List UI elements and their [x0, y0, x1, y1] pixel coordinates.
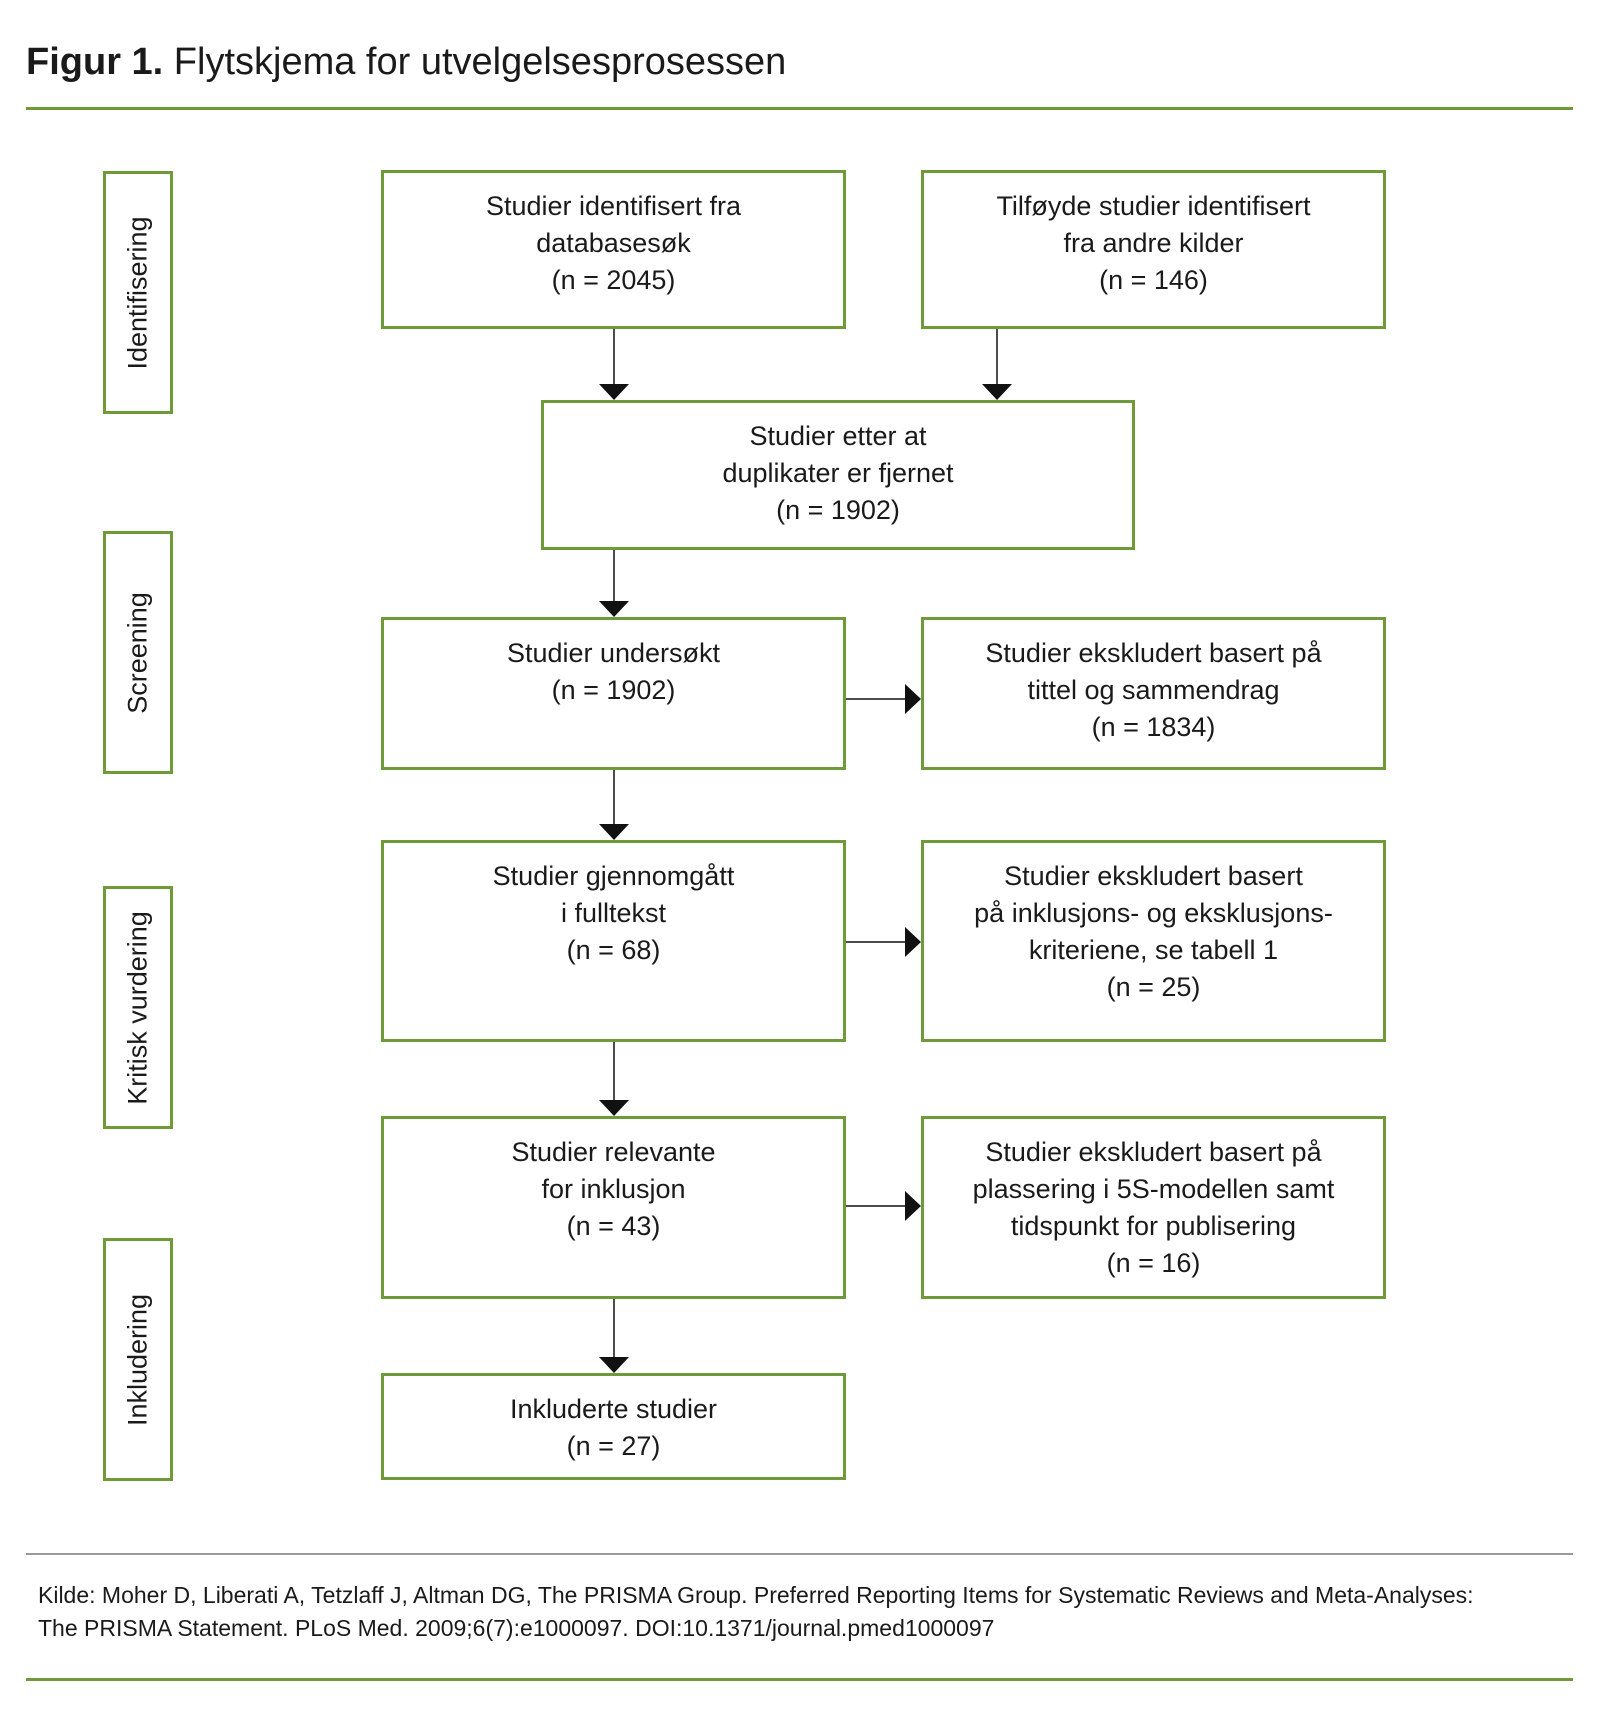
box-line: tidspunkt for publisering [1010, 1211, 1297, 1241]
box-line: Studier identifisert fra [485, 191, 742, 221]
stage-inclusion: Inkludering [103, 1238, 173, 1481]
source-divider [26, 1553, 1573, 1555]
figure-title: Figur 1. Flytskjema for utvelgelsesprose… [26, 38, 786, 86]
box-count: (n = 27) [566, 1431, 661, 1461]
box-count: (n = 43) [566, 1211, 661, 1241]
box-count: (n = 1902) [551, 675, 676, 705]
box-excluded-5s: Studier ekskludert basert på plassering … [921, 1116, 1386, 1299]
arrowhead-down-icon [982, 384, 1012, 400]
arrowhead-down-icon [599, 601, 629, 617]
box-line: Tilføyde studier identifisert [996, 191, 1311, 221]
arrowhead-right-icon [905, 1191, 921, 1221]
source-citation: Kilde: Moher D, Liberati A, Tetzlaff J, … [38, 1579, 1474, 1645]
box-line: Studier ekskludert basert på [985, 1137, 1322, 1167]
box-line: Studier ekskludert basert [1004, 861, 1303, 891]
source-line: The PRISMA Statement. PLoS Med. 2009;6(7… [38, 1615, 995, 1641]
box-line: Studier undersøkt [506, 638, 721, 668]
box-line: Inkluderte studier [509, 1394, 718, 1424]
top-rule [26, 107, 1573, 110]
box-count: (n = 25) [1106, 972, 1201, 1002]
box-excluded-title-abstract: Studier ekskludert basert på tittel og s… [921, 617, 1386, 770]
arrowhead-down-icon [599, 384, 629, 400]
box-screened: Studier undersøkt (n = 1902) [381, 617, 846, 770]
box-relevant: Studier relevante for inklusjon (n = 43) [381, 1116, 846, 1299]
box-database-search: Studier identifisert fra databasesøk (n … [381, 170, 846, 329]
stage-identification: Identifisering [103, 171, 173, 414]
stage-screening: Screening [103, 531, 173, 774]
box-fulltext: Studier gjennomgått i fulltekst (n = 68) [381, 840, 846, 1042]
box-line: kriteriene, se tabell 1 [1028, 935, 1279, 965]
arrowhead-right-icon [905, 927, 921, 957]
box-included: Inkluderte studier (n = 27) [381, 1373, 846, 1480]
box-excluded-criteria: Studier ekskludert basert på inklusjons-… [921, 840, 1386, 1042]
box-line: i fulltekst [560, 898, 667, 928]
box-count: (n = 1902) [776, 495, 900, 525]
box-line: tittel og sammendrag [1027, 675, 1280, 705]
box-count: (n = 16) [1106, 1248, 1201, 1278]
box-count: (n = 1834) [1091, 712, 1216, 742]
arrowhead-right-icon [905, 684, 921, 714]
box-line: for inklusjon [541, 1174, 686, 1204]
arrowhead-down-icon [599, 1100, 629, 1116]
box-line: duplikater er fjernet [722, 458, 954, 488]
arrowhead-down-icon [599, 824, 629, 840]
bottom-rule [26, 1678, 1573, 1681]
box-line: på inklusjons- og eksklusjons- [974, 898, 1333, 928]
figure-label: Figur 1. [26, 41, 164, 83]
box-line: Studier etter at [749, 421, 927, 451]
box-count: (n = 68) [566, 935, 661, 965]
box-count: (n = 146) [1099, 265, 1208, 295]
box-other-sources: Tilføyde studier identifisert fra andre … [921, 170, 1386, 329]
arrowhead-down-icon [599, 1357, 629, 1373]
figure-title-text: Flytskjema for utvelgelsesprosessen [173, 41, 787, 83]
box-after-duplicates: Studier etter at duplikater er fjernet (… [541, 400, 1135, 550]
box-count: (n = 2045) [551, 265, 676, 295]
box-line: databasesøk [536, 228, 691, 258]
source-line: Kilde: Moher D, Liberati A, Tetzlaff J, … [38, 1582, 1474, 1608]
stage-critical-appraisal: Kritisk vurdering [103, 886, 173, 1129]
box-line: plassering i 5S-modellen samt [972, 1174, 1335, 1204]
box-line: Studier relevante [511, 1137, 716, 1167]
box-line: Studier gjennomgått [492, 861, 735, 891]
box-line: Studier ekskludert basert på [985, 638, 1322, 668]
box-line: fra andre kilder [1063, 228, 1244, 258]
